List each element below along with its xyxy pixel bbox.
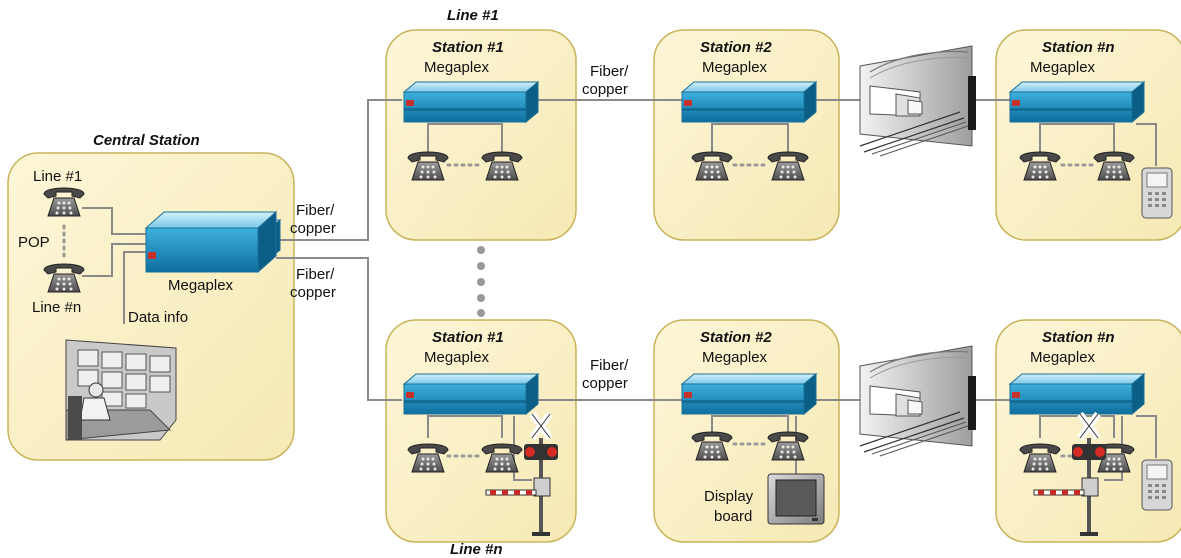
top-s2-megaplex [681, 81, 817, 123]
bottom-train-tunnel-icon [859, 345, 977, 457]
bottom-sn-device: Megaplex [1030, 349, 1096, 366]
line-continuation-dots [477, 246, 485, 317]
bottom-s1-s2-link-label-1: Fiber/ [590, 357, 629, 374]
top-sn-device: Megaplex [1030, 59, 1096, 76]
central-bottom-link-label-1: Fiber/ [296, 266, 335, 283]
bottom-s1-s2-link-label-2: copper [582, 375, 628, 392]
top-s2-title: Station #2 [700, 39, 772, 56]
bottom-s2-title: Station #2 [700, 329, 772, 346]
bottom-s2-device: Megaplex [702, 349, 768, 366]
bottom-sn-title: Station #n [1042, 329, 1115, 346]
display-board-monitor-icon [767, 473, 825, 525]
bottom-s2-megaplex [681, 373, 817, 415]
central-line-first-label: Line #1 [33, 168, 82, 185]
bottom-sn-terminal-icon [1141, 459, 1173, 511]
central-station-title: Central Station [93, 132, 200, 149]
central-top-link-label-2: copper [290, 220, 336, 237]
bottom-s1-title: Station #1 [432, 329, 504, 346]
top-sn-title: Station #n [1042, 39, 1115, 56]
central-megaplex-device-large [144, 210, 278, 274]
top-s1-megaplex [403, 81, 539, 123]
bottom-sn-megaplex [1009, 373, 1145, 415]
central-megaplex-label: Megaplex [168, 277, 234, 294]
central-data-info-label: Data info [128, 309, 188, 326]
display-board-label-1: Display [704, 488, 754, 505]
central-line-last-label: Line #n [32, 299, 81, 316]
central-top-link-label-1: Fiber/ [296, 202, 335, 219]
display-board-label-2: board [714, 508, 752, 525]
central-pop-label: POP [18, 234, 50, 251]
line-top-label: Line #1 [447, 7, 499, 24]
top-s1-device: Megaplex [424, 59, 490, 76]
top-s1-s2-link-label-2: copper [582, 81, 628, 98]
line-bottom-label: Line #n [450, 541, 503, 558]
top-train-tunnel-icon [859, 45, 977, 157]
central-bottom-link-label-2: copper [290, 284, 336, 301]
top-sn-terminal-icon [1141, 167, 1173, 219]
top-s2-device: Megaplex [702, 59, 768, 76]
top-s1-s2-link-label-1: Fiber/ [590, 63, 629, 80]
bottom-s1-megaplex [403, 373, 539, 415]
control-room-operator-icon [65, 339, 177, 441]
bottom-s1-device: Megaplex [424, 349, 490, 366]
top-sn-megaplex [1009, 81, 1145, 123]
top-s1-title: Station #1 [432, 39, 504, 56]
